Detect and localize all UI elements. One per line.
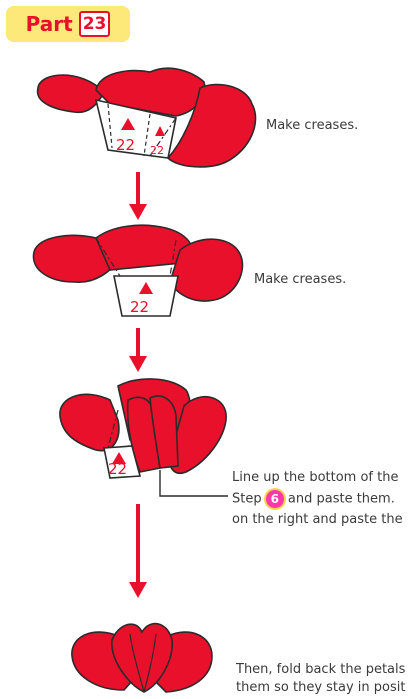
step3-caption-line2: Step 6 and paste them. [232,490,395,508]
step3-caption-step-word: Step [232,491,262,507]
step1-base-piece [94,98,177,159]
step3-caption-paste: and paste them. [287,491,395,507]
step3-right-petal [168,396,227,474]
step2-base-piece [113,275,179,317]
part-badge: Part 23 [6,6,130,42]
down-arrow-icon [129,328,147,372]
step1-right-petal [166,83,257,168]
part-number: 23 [78,11,111,37]
step3-caption-line3: on the right and paste the [232,512,403,527]
step1-illustration: 22 22 [36,67,257,168]
step1-left-petal [36,74,105,114]
step4-illustration [71,622,213,693]
step4-caption-line1: Then, fold back the petals [236,662,406,677]
down-arrow-icon [129,172,147,220]
step4-center-petals [111,622,173,693]
step2-right-petal [169,238,244,302]
step2-left-petal [32,234,119,283]
step2-caption: Make creases. [254,272,347,287]
step1-piece-label: 22 [116,136,135,154]
step3-left-petal [59,393,120,452]
step2-piece-label: 22 [130,298,149,316]
step3-piece-label: 22 [108,460,127,478]
step1-piece-label-2: 22 [150,144,164,157]
part-label: Part [25,12,73,36]
down-arrow-icon [129,504,147,598]
step-number-icon: 6 [265,490,284,508]
step2-illustration: 22 [32,224,244,317]
step1-top-petal [95,67,206,117]
step3-caption-line1: Line up the bottom of the [232,470,399,485]
step1-caption: Make creases. [266,118,359,133]
step4-caption-line2: them so they stay in posit [236,680,406,695]
step3-illustration: 22 [59,378,228,497]
